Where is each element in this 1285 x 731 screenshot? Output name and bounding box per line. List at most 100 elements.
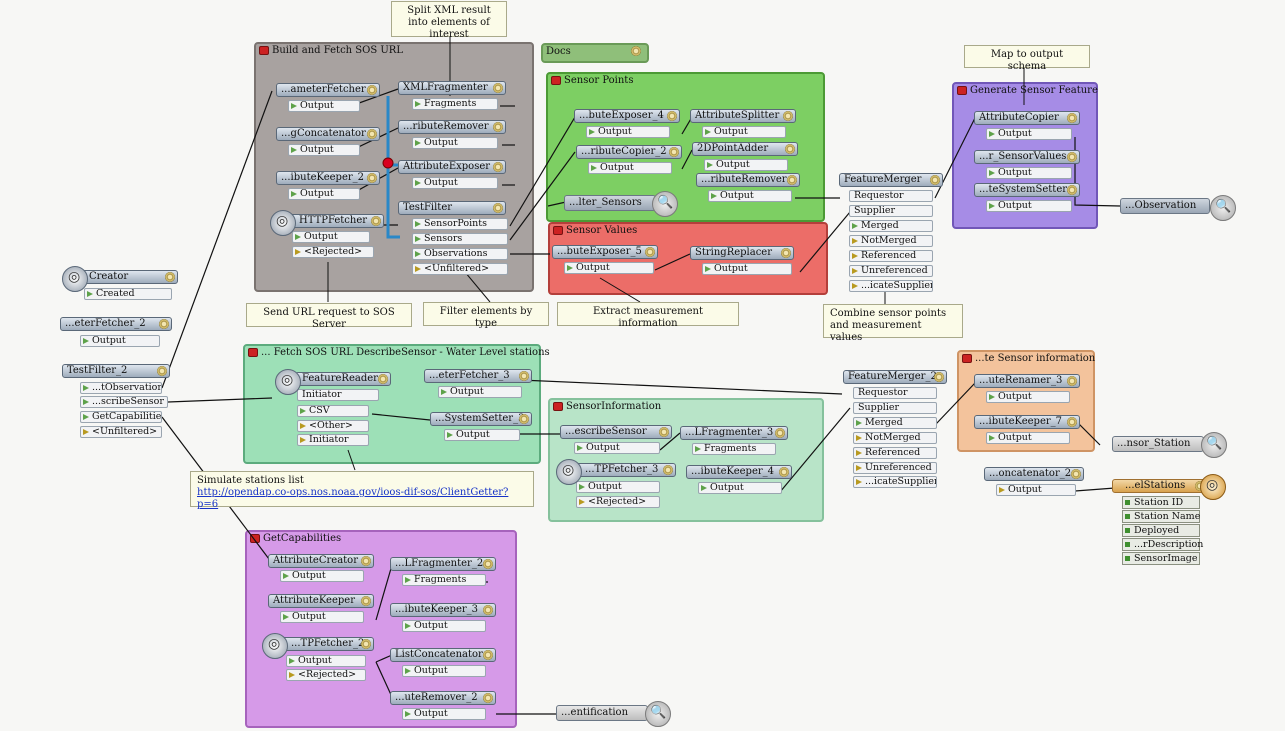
output-port[interactable]: <Unfiltered> [412,263,508,275]
output-port[interactable]: Output [986,128,1072,140]
gear-icon[interactable] [779,467,789,477]
output-port[interactable]: Output [288,188,360,200]
inspector-lter-sensors[interactable]: ...lter_Sensors [564,195,656,211]
simulate-url-link[interactable]: http://opendap.co-ops.nos.noaa.gov/ioos-… [197,487,509,510]
output-port[interactable]: Unreferenced [853,462,937,474]
gear-icon[interactable] [367,173,377,183]
output-port[interactable]: SensorPoints [412,218,508,230]
annotation-map[interactable]: Map to output schema [964,45,1090,72]
collapse-icon[interactable] [962,354,972,363]
rejected-port[interactable]: <Rejected> [292,246,374,258]
output-port[interactable]: Output [280,570,364,582]
gear-icon[interactable] [645,247,655,257]
output-port[interactable]: Output [588,162,672,174]
gear-icon[interactable] [367,129,377,139]
input-port[interactable]: Supplier [849,205,933,217]
output-port[interactable]: Output [438,386,522,398]
gear-icon[interactable] [361,639,371,649]
output-port[interactable]: Output [286,655,366,667]
collapse-icon[interactable] [957,86,967,95]
annotation-simulate[interactable]: Simulate stations list http://opendap.co… [190,471,534,510]
collapse-icon[interactable] [248,348,258,357]
output-port[interactable]: Output [702,263,792,275]
output-port[interactable]: Output [576,481,660,493]
output-port[interactable]: Output [444,429,520,441]
output-port[interactable]: Output [402,708,486,720]
rejected-port[interactable]: <Rejected> [576,496,660,508]
output-port[interactable]: Sensors [412,233,508,245]
output-port[interactable]: Referenced [853,447,937,459]
bookmark-describe[interactable]: ... Fetch SOS URL DescribeSensor - Water… [243,344,550,464]
gear-icon[interactable] [783,111,793,121]
output-port[interactable]: Output [996,484,1076,496]
collapse-icon[interactable] [553,226,563,235]
output-port[interactable]: ...tObservation [80,382,162,394]
input-port[interactable]: Initiator [297,389,379,401]
input-port[interactable]: Requestor [853,387,937,399]
collapse-icon[interactable] [259,46,269,55]
gear-icon[interactable] [493,162,503,172]
output-port[interactable]: Referenced [849,250,933,262]
gear-icon[interactable] [371,216,381,226]
output-port[interactable]: Output [986,432,1070,444]
output-port[interactable]: CSV [297,405,369,417]
output-port[interactable]: Output [288,100,360,112]
gear-icon[interactable] [367,85,377,95]
gear-icon[interactable] [1067,417,1077,427]
gear-icon[interactable] [1067,185,1077,195]
output-port[interactable]: Merged [853,417,937,429]
output-port[interactable]: Output [564,262,654,274]
output-port[interactable]: NotMerged [853,432,937,444]
rejected-port[interactable]: <Rejected> [286,669,366,681]
gear-icon[interactable] [1067,113,1077,123]
output-port[interactable]: Fragments [692,443,776,455]
gear-icon[interactable] [519,414,529,424]
gear-icon[interactable] [934,372,944,382]
annotation-split[interactable]: Split XML result into elements of intere… [391,1,507,40]
output-port[interactable]: Output [708,190,792,202]
output-port[interactable]: ...icateSupplier [849,280,933,292]
inspector-entification[interactable]: ...entification [556,705,648,721]
gear-icon[interactable] [483,650,493,660]
annotation-combine[interactable]: Combine sensor points and measurement va… [823,304,963,343]
output-port[interactable]: GetCapabilities [80,411,162,423]
output-port[interactable]: Output [986,167,1072,179]
input-port[interactable]: Requestor [849,190,933,202]
gear-icon[interactable] [1071,469,1081,479]
gear-icon[interactable] [493,122,503,132]
gear-icon[interactable] [483,605,493,615]
inspector-observation[interactable]: ...Observation [1120,198,1210,214]
annotation-send[interactable]: Send URL request to SOS Server [246,303,412,330]
gear-icon[interactable] [775,428,785,438]
output-port[interactable]: Output [586,126,670,138]
gear-icon[interactable] [785,144,795,154]
gear-icon[interactable] [165,272,175,282]
gear-icon[interactable] [1067,152,1077,162]
output-port[interactable]: ...scribeSensor [80,396,168,408]
magnifier-icon[interactable] [1210,195,1236,221]
gear-icon[interactable] [930,175,940,185]
gear-icon[interactable] [667,111,677,121]
output-port[interactable]: Output [574,442,660,454]
output-port[interactable]: Merged [849,220,933,232]
collapse-icon[interactable] [551,76,561,85]
gear-icon[interactable] [1067,376,1077,386]
gear-icon[interactable] [483,693,493,703]
magnifier-icon[interactable] [1201,432,1227,458]
output-port[interactable]: NotMerged [849,235,933,247]
gear-icon[interactable] [483,559,493,569]
output-port[interactable]: Output [402,620,486,632]
output-port[interactable]: Output [412,177,498,189]
gear-icon[interactable] [493,203,503,213]
output-port[interactable]: Observations [412,248,508,260]
collapse-icon[interactable] [553,402,563,411]
gear-icon[interactable] [781,248,791,258]
output-port[interactable]: Output [702,126,786,138]
output-port[interactable]: <Unfiltered> [80,426,162,438]
output-port[interactable]: Fragments [412,98,498,110]
output-port[interactable]: Initiator [297,434,369,446]
output-port[interactable]: Output [704,159,788,171]
gear-icon[interactable] [493,83,503,93]
bookmark-docs[interactable]: Docs [541,43,649,63]
